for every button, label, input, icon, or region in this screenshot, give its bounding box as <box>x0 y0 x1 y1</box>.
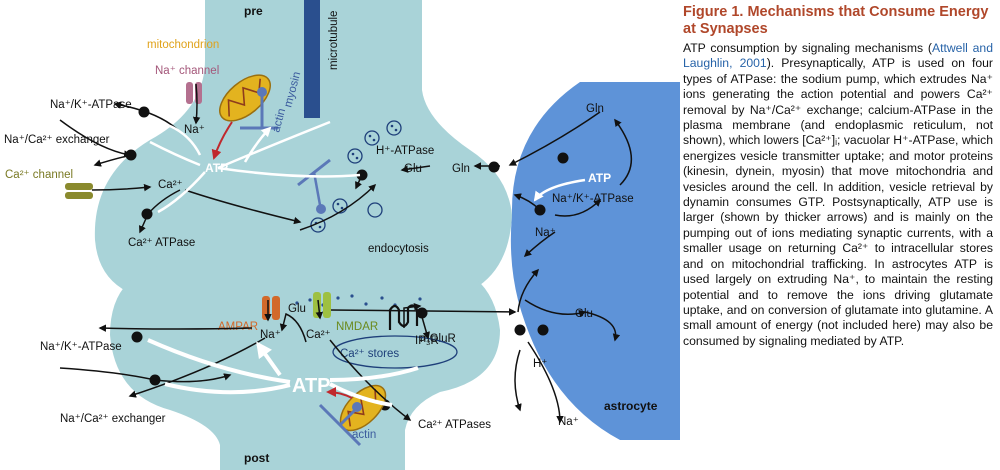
astro-gln-transporter <box>557 152 569 164</box>
caption-reference-link[interactable]: Attwell and Laughlin, 2001 <box>683 41 993 71</box>
pre-atp-label: ATP <box>205 161 228 175</box>
ip3r-label: IP₃R <box>415 335 439 347</box>
post-atp-arrow-red <box>326 387 353 399</box>
pre-ca-label: Ca²⁺ <box>158 179 183 191</box>
nmdar-label: NMDAR <box>336 321 378 333</box>
astro-atp-arrow-white <box>533 178 586 202</box>
pre-naK-atpase-label: Na⁺/K⁺-ATPase <box>50 99 132 111</box>
figure-caption: Figure 1. Mechanisms that Consume Energy… <box>683 4 993 349</box>
pre-naCa-exchanger-label: Na⁺/Ca²⁺ exchanger <box>4 134 110 146</box>
astro-na-dot <box>537 324 549 336</box>
astrocyte-label: astrocyte <box>604 399 658 413</box>
glu-vesicle-label: Glu <box>404 163 422 175</box>
presynaptic-terminal <box>94 0 512 302</box>
h-atpase-label: H⁺-ATPase <box>376 145 434 157</box>
mitochondrion-label: mitochondrion <box>147 39 219 51</box>
post-naCa-exchanger-label: Na⁺/Ca²⁺ exchanger <box>60 413 166 425</box>
pre-ca-atpase-label: Ca²⁺ ATPase <box>128 237 195 249</box>
ca-channel-label: Ca²⁺ channel <box>5 169 73 181</box>
endocytosis-label: endocytosis <box>368 243 429 255</box>
caption-body: ATP consumption by signaling mechanisms … <box>683 41 993 349</box>
pre-atp-arrow-red <box>211 121 233 160</box>
pre-label: pre <box>244 4 263 18</box>
post-ca-label: Ca²⁺ <box>306 329 331 341</box>
glu-cleft-label: Glu <box>288 303 306 315</box>
ca-stores <box>332 335 458 369</box>
astro-arrows <box>508 111 633 424</box>
actin-post-label: actin <box>352 429 376 441</box>
post-naK-pump <box>131 331 143 343</box>
astro-na-out-label: Na⁺ <box>558 416 579 428</box>
astro-atp-label: ATP <box>588 171 611 185</box>
pre-na-label: Na⁺ <box>184 124 205 136</box>
microtubule <box>304 0 320 118</box>
ca-stores-label: Ca²⁺ stores <box>340 348 399 360</box>
gln-pre-label: Gln <box>452 163 470 175</box>
synaptic-vesicles <box>310 120 402 233</box>
pre-atp-arrows-white <box>149 122 361 214</box>
ampar-label: AMPAR <box>218 321 258 333</box>
post-atp-label: ATP <box>292 375 331 397</box>
post-ca-atpases-label: Ca²⁺ ATPases <box>418 419 491 431</box>
ca-channel <box>65 183 93 199</box>
caption-body-part1: ATP consumption by signaling mechanisms … <box>683 41 932 55</box>
post-atp-arrows-white <box>147 340 419 407</box>
actin-motor-post <box>318 402 362 447</box>
microtubule-label: microtubule <box>328 11 340 70</box>
caption-title: Figure 1. Mechanisms that Consume Energy… <box>683 4 989 37</box>
pre-gln-transporter <box>488 161 500 173</box>
post-na-label: Na⁺ <box>260 329 281 341</box>
astro-glu-transporter <box>514 324 526 336</box>
astro-h-label: H⁺ <box>533 358 547 370</box>
na-channel <box>186 82 202 104</box>
astro-naK-atpase-label: Na⁺/K⁺-ATPase <box>552 193 634 205</box>
astrocyte-process <box>510 82 680 440</box>
post-label: post <box>244 451 269 465</box>
astro-gln-label: Gln <box>586 103 604 115</box>
na-channel-label: Na⁺ channel <box>155 65 219 77</box>
post-naK-atpase-label: Na⁺/K⁺-ATPase <box>40 341 122 353</box>
postsynaptic-terminal <box>110 262 500 470</box>
astro-na-label: Na⁺ <box>535 227 556 239</box>
caption-body-part2: ). Presynaptically, ATP is used on four … <box>683 56 993 348</box>
astro-glu-label: Glu <box>575 308 593 320</box>
vesicle-glutamate-dots <box>314 124 398 229</box>
cleft-glutamate <box>295 294 422 307</box>
synapse-diagram: microtubule pre mitochondrion myosin act… <box>4 0 680 470</box>
